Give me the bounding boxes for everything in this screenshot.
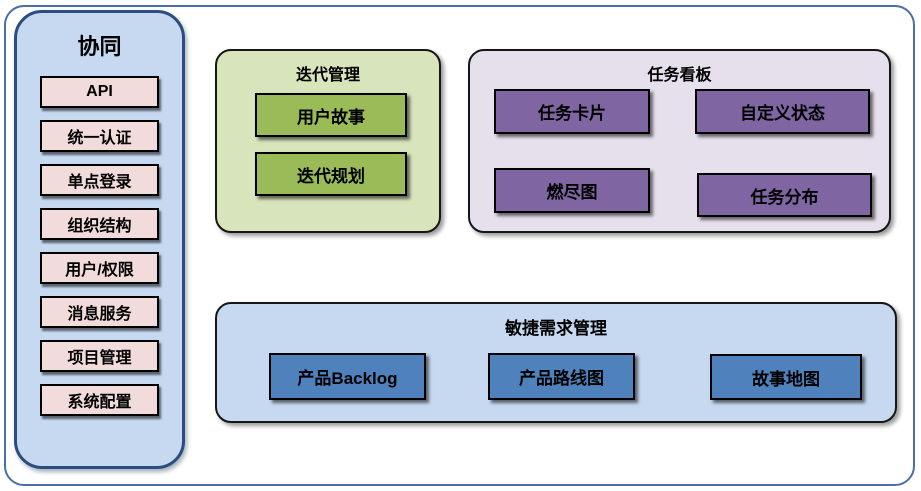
node-product-backlog: 产品Backlog (269, 353, 426, 400)
iteration-management-title: 迭代管理 (295, 67, 360, 84)
node-user-story: 用户故事 (255, 93, 407, 137)
agile-requirements-group: 敏捷需求管理 产品Backlog 产品路线图 故事地图 (215, 302, 897, 423)
sidebar-item-api: API (40, 76, 159, 108)
sidebar-item-sso: 单点登录 (40, 164, 159, 196)
task-kanban-group: 任务看板 任务卡片 自定义状态 燃尽图 任务分布 (468, 49, 891, 233)
sidebar-item-org-structure: 组织结构 (40, 208, 159, 240)
collaboration-panel: 协同 API 统一认证 单点登录 组织结构 用户/权限 消息服务 项目管理 系统… (14, 10, 185, 469)
sidebar-item-system-config: 系统配置 (40, 384, 159, 416)
collaboration-panel-title: 协同 (77, 34, 122, 59)
sidebar-item-message-service: 消息服务 (40, 296, 159, 328)
iteration-management-group: 迭代管理 用户故事 迭代规划 (215, 49, 441, 233)
node-task-card: 任务卡片 (494, 89, 650, 134)
node-custom-status: 自定义状态 (695, 89, 870, 134)
node-task-distribution: 任务分布 (697, 173, 872, 217)
sidebar-item-project-mgmt: 项目管理 (40, 340, 159, 372)
agile-requirements-title: 敏捷需求管理 (505, 319, 607, 338)
sidebar-item-unified-auth: 统一认证 (40, 120, 159, 152)
node-burndown-chart: 燃尽图 (494, 168, 650, 213)
task-kanban-title: 任务看板 (647, 67, 712, 84)
sidebar-item-user-permissions: 用户/权限 (40, 252, 159, 284)
collaboration-item-list: API 统一认证 单点登录 组织结构 用户/权限 消息服务 项目管理 系统配置 (17, 76, 182, 416)
node-iteration-planning: 迭代规划 (255, 152, 407, 196)
node-story-map: 故事地图 (710, 354, 862, 400)
node-product-roadmap: 产品路线图 (488, 353, 635, 400)
